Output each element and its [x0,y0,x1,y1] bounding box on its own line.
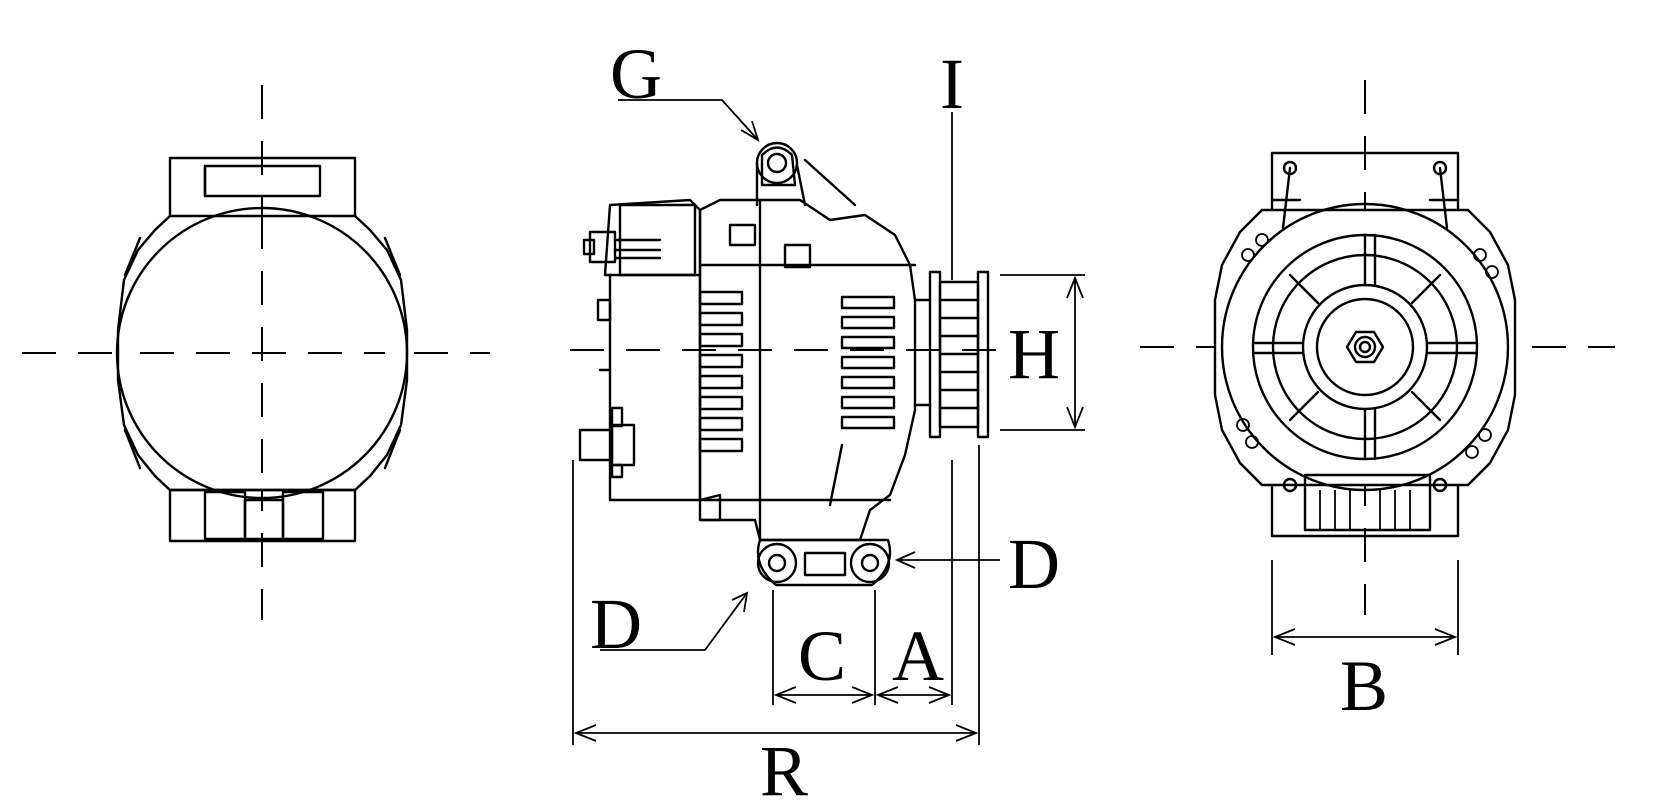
label-c: C [798,616,846,696]
label-d-side: D [1008,524,1060,604]
label-b: B [1340,646,1388,726]
label-d-mount: D [590,584,642,664]
label-r: R [760,731,808,800]
label-h: H [1008,314,1060,394]
lower-mounting-foot [756,538,892,587]
label-a: A [892,616,944,696]
label-g: G [610,34,662,114]
rear-view-cross [140,215,385,490]
front-view-housing [1213,151,1517,538]
stator-body [698,198,917,542]
rear-view [22,85,490,620]
dimension-lines [572,99,1085,745]
front-view [1140,80,1615,655]
pulley [913,270,990,439]
front-view-dimension-b [1271,560,1459,655]
rear-housing [578,198,702,502]
front-cooling-fins [828,295,896,507]
upper-mounting-ear [755,141,857,207]
label-i: I [940,44,964,124]
side-view [570,99,1085,745]
rear-cooling-fins [698,290,744,453]
dimension-labels: G I H D D C A R B [590,34,1388,800]
